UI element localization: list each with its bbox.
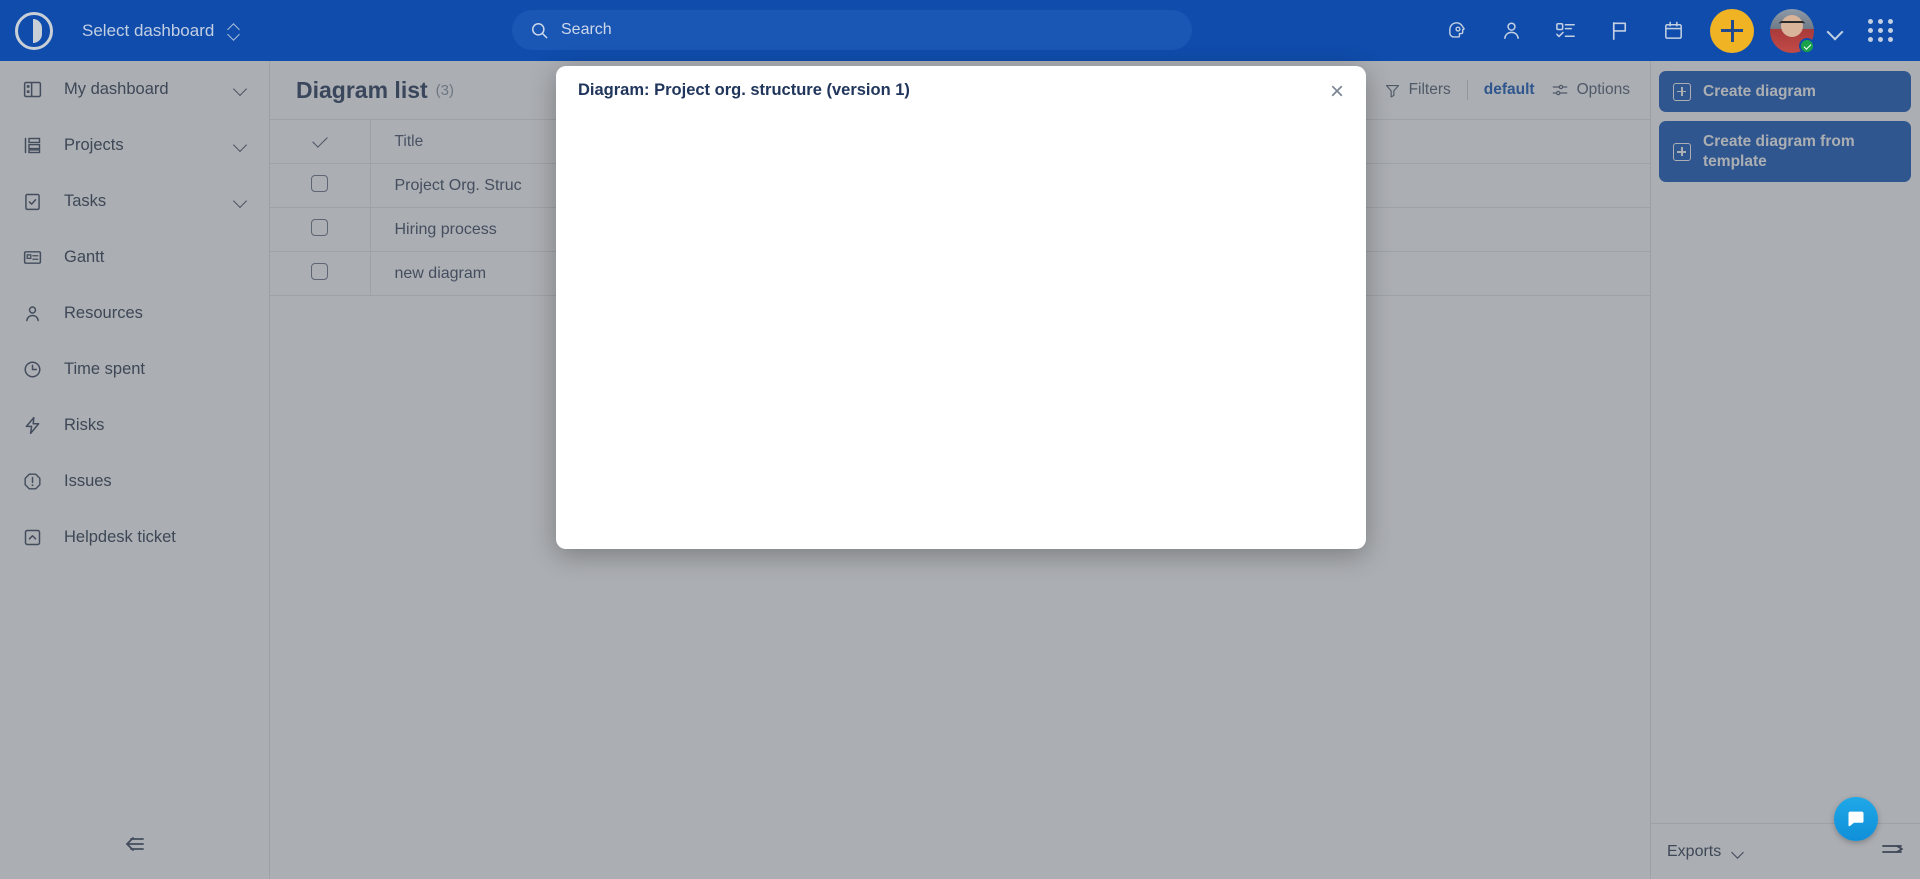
- sidebar-collapse-button[interactable]: [0, 819, 270, 869]
- sidebar: My dashboard Projects: [0, 61, 270, 879]
- sidebar-item-time-spent[interactable]: Time spent: [0, 341, 269, 397]
- diagram-preview-modal: Diagram: Project org. structure (version…: [556, 66, 1366, 549]
- expand-arrow-icon: [1882, 845, 1903, 853]
- create-diagram-from-template-label: Create diagram from template: [1703, 133, 1855, 170]
- toolbar-divider: [1466, 80, 1468, 100]
- apps-grid-icon[interactable]: [1854, 0, 1908, 61]
- chevron-down-icon[interactable]: [1824, 20, 1846, 42]
- main-header: Diagram list (3) Filters default: [270, 61, 1650, 119]
- top-bar-icon-group: [1430, 0, 1908, 61]
- sidebar-item-projects[interactable]: Projects: [0, 117, 269, 173]
- right-panel: Create diagram Create diagram from templ…: [1650, 61, 1920, 879]
- sidebar-item-issues[interactable]: Issues: [0, 453, 269, 509]
- app-logo-icon: [15, 11, 53, 50]
- row-checkbox[interactable]: [311, 174, 329, 192]
- sidebar-item-label: Projects: [64, 135, 124, 154]
- filter-icon: [1385, 84, 1399, 97]
- filter-preset-link[interactable]: default: [1483, 81, 1535, 98]
- dashboard-icon: [22, 79, 52, 100]
- search-placeholder-text: Search: [561, 21, 612, 38]
- chevron-updown-icon: [228, 23, 241, 39]
- create-diagram-button[interactable]: Create diagram: [1659, 71, 1911, 113]
- avatar[interactable]: [1770, 8, 1815, 54]
- sidebar-item-my-dashboard[interactable]: My dashboard: [0, 61, 269, 117]
- exports-bar: Exports: [1651, 823, 1920, 879]
- create-diagram-from-template-button[interactable]: Create diagram from template: [1659, 121, 1911, 183]
- row-checkbox[interactable]: [311, 218, 329, 236]
- page-title: Diagram list: [296, 76, 428, 103]
- chat-bubble-icon: [1848, 811, 1864, 827]
- sidebar-item-label: Issues: [64, 471, 112, 490]
- plus-square-icon: [1673, 82, 1691, 101]
- task-list-icon[interactable]: [1538, 0, 1592, 61]
- create-diagram-label: Create diagram: [1703, 83, 1816, 100]
- sidebar-item-tasks[interactable]: Tasks: [0, 173, 269, 229]
- dashboard-selector-label: Select dashboard: [82, 20, 215, 40]
- collapse-arrow-icon: [126, 837, 144, 851]
- clock-icon: [22, 359, 52, 380]
- expand-panel-button[interactable]: [1879, 840, 1907, 863]
- status-badge: [1799, 37, 1815, 54]
- flag-icon[interactable]: [1592, 0, 1646, 61]
- plus-square-icon: [1673, 142, 1691, 161]
- sidebar-item-label: Time spent: [64, 359, 146, 378]
- sidebar-item-label: Resources: [64, 303, 143, 322]
- search-input[interactable]: Search: [512, 10, 1192, 50]
- issues-icon: [22, 471, 52, 492]
- close-icon[interactable]: ×: [1329, 78, 1344, 105]
- user-icon[interactable]: [1484, 0, 1538, 61]
- app-logo-container[interactable]: [0, 11, 68, 50]
- sidebar-item-label: My dashboard: [64, 79, 169, 98]
- top-navigation-bar: Select dashboard Search: [0, 0, 1920, 61]
- sidebar-item-risks[interactable]: Risks: [0, 397, 269, 453]
- risks-icon: [22, 415, 52, 436]
- options-icon: [1552, 84, 1567, 96]
- resources-icon: [22, 303, 52, 324]
- sidebar-item-label: Risks: [64, 415, 105, 434]
- options-label: Options: [1576, 81, 1630, 98]
- chat-button[interactable]: [1834, 797, 1878, 841]
- projects-icon: [22, 135, 52, 156]
- row-checkbox[interactable]: [311, 262, 329, 280]
- modal-title: Diagram: Project org. structure (version…: [578, 81, 910, 99]
- dashboard-selector[interactable]: Select dashboard: [82, 21, 241, 41]
- exports-label[interactable]: Exports: [1667, 842, 1722, 860]
- sidebar-item-label: Tasks: [64, 191, 107, 210]
- ai-assistant-icon[interactable]: [1430, 0, 1484, 61]
- sidebar-item-label: Gantt: [64, 247, 105, 266]
- search-icon: [532, 22, 548, 38]
- tasks-icon: [22, 191, 52, 212]
- sidebar-item-gantt[interactable]: Gantt: [0, 229, 269, 285]
- calendar-icon[interactable]: [1646, 0, 1700, 61]
- page-title-count: (3): [435, 81, 454, 99]
- helpdesk-icon: [22, 527, 52, 548]
- options-button[interactable]: Options: [1551, 81, 1630, 99]
- sidebar-item-resources[interactable]: Resources: [0, 285, 269, 341]
- sidebar-item-helpdesk-ticket[interactable]: Helpdesk ticket: [0, 509, 269, 565]
- add-button[interactable]: [1710, 8, 1754, 53]
- gantt-icon: [22, 247, 52, 268]
- row-checkbox-cell[interactable]: [270, 251, 371, 296]
- sidebar-item-label: Helpdesk ticket: [64, 527, 176, 546]
- filters-button[interactable]: Filters: [1384, 81, 1451, 99]
- filters-label: Filters: [1408, 81, 1451, 98]
- select-all-header[interactable]: [270, 119, 371, 164]
- header-tools: Filters default Options: [1384, 80, 1630, 100]
